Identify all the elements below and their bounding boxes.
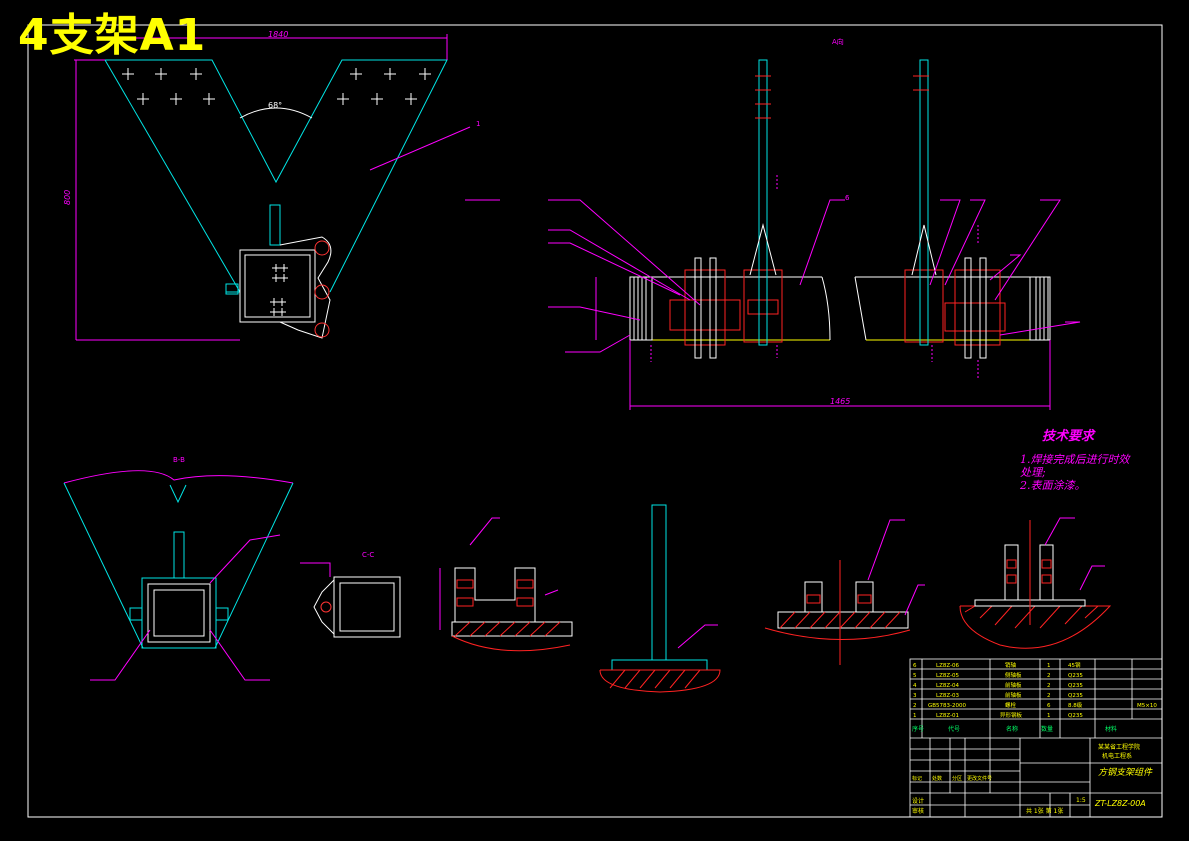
part-row-name: 销轴	[1005, 661, 1017, 669]
dim-length-bottom: 1465	[830, 397, 850, 406]
role-design: 设计	[912, 797, 924, 805]
technical-requirements: 技术要求 1.焊接完成后进行时效 处理; 2.表面涂漆。	[1020, 430, 1130, 492]
part-row-no: 6	[913, 663, 917, 669]
sheet-count: 共 1张 第 1张	[1026, 807, 1063, 815]
parts-header: 序号 代号 名称 数量 材料	[912, 725, 1117, 733]
part-row-name: 螺栓	[1005, 701, 1017, 709]
part-row-no: 3	[913, 693, 917, 699]
front-view	[74, 34, 471, 341]
part-row-code: LZ8Z-06	[936, 663, 959, 669]
part-row-name: 前轴板	[1005, 691, 1022, 699]
part-row-material: Q235	[1068, 713, 1083, 719]
part-row-qty: 6	[1047, 703, 1051, 709]
header-name: 名称	[1006, 725, 1018, 733]
part-row-name: 侧轴板	[1005, 671, 1022, 679]
part-row-qty: 2	[1047, 693, 1051, 699]
part-row-qty: 2	[1047, 683, 1051, 689]
rev-zone: 分区	[952, 775, 962, 782]
part-row-no: 2	[913, 703, 917, 709]
detail-view-4	[959, 517, 1112, 649]
part-row-code: LZ8Z-03	[936, 693, 959, 699]
detail-view-1	[439, 517, 573, 652]
drawing-number: ZT-LZ8Z-00A	[1094, 799, 1146, 808]
part-row-no: 4	[913, 683, 917, 689]
rev-count: 处数	[932, 775, 942, 782]
header-no: 序号	[912, 725, 924, 733]
part-row-name: 前轴板	[1005, 681, 1022, 689]
part-row-name: 异形钢板	[1000, 711, 1023, 719]
section-c-c	[300, 562, 401, 638]
scale: 1:5	[1076, 797, 1086, 804]
section-b-b	[63, 470, 294, 681]
title-block	[909, 658, 1163, 818]
part-row-qty: 1	[1047, 713, 1051, 719]
page-title: 4支架A1	[18, 10, 207, 61]
header-qty: 数量	[1041, 725, 1053, 733]
section-b-b-label: B-B	[173, 456, 185, 464]
view-a-label: A向	[832, 37, 844, 46]
tech-req-item: 2.表面涂漆。	[1020, 479, 1086, 492]
detail-view-2	[599, 504, 721, 693]
tech-req-heading: 技术要求	[1042, 429, 1095, 444]
part-row-material: Q235	[1068, 673, 1083, 679]
detail-view-3	[764, 519, 925, 665]
part-row-material: Q235	[1068, 683, 1083, 689]
sheet-border	[27, 24, 1163, 818]
part-row-material: Q235	[1068, 693, 1083, 699]
standard-spec: M5×10	[1137, 703, 1157, 709]
dim-width-top: 1840	[268, 30, 288, 39]
rev-file: 更改文件号	[967, 775, 992, 782]
part-row-code: LZ8Z-05	[936, 673, 959, 679]
dim-angle: 68°	[268, 101, 282, 110]
section-c-c-label: C-C	[362, 551, 374, 559]
header-material: 材料	[1105, 725, 1117, 733]
part-row-code: LZ8Z-04	[936, 683, 959, 689]
part-row-material: 45钢	[1068, 661, 1081, 669]
callout-1: 1	[476, 120, 480, 128]
title-block-text: 某某省工程学院 机电工程系 方钢支架组件 ZT-LZ8Z-00A 1:5 共 1…	[912, 743, 1153, 815]
company-line-1: 某某省工程学院	[1098, 743, 1140, 751]
tech-req-item: 处理;	[1020, 466, 1046, 479]
drawing-name: 方钢支架组件	[1098, 767, 1153, 778]
part-row-qty: 1	[1047, 663, 1051, 669]
callout-6: 6	[845, 194, 850, 202]
part-row-qty: 2	[1047, 673, 1051, 679]
part-row-code: LZ8Z-01	[936, 713, 959, 719]
tech-req-item: 1.焊接完成后进行时效	[1020, 453, 1130, 466]
role-review: 审核	[912, 807, 924, 815]
rev-mark: 标记	[912, 775, 922, 782]
side-view	[465, 59, 1081, 410]
part-row-material: 8.8级	[1068, 701, 1083, 709]
company-line-2: 机电工程系	[1102, 752, 1132, 760]
part-row-no: 5	[913, 673, 917, 679]
parts-list: 6 LZ8Z-06 销轴 1 45钢 5 LZ8Z-05 侧轴板 2 Q235 …	[913, 661, 1157, 719]
part-row-no: 1	[913, 713, 917, 719]
header-code: 代号	[948, 725, 960, 733]
part-row-code: GB5783-2000	[928, 703, 967, 709]
dim-height-left: 800	[63, 190, 72, 205]
